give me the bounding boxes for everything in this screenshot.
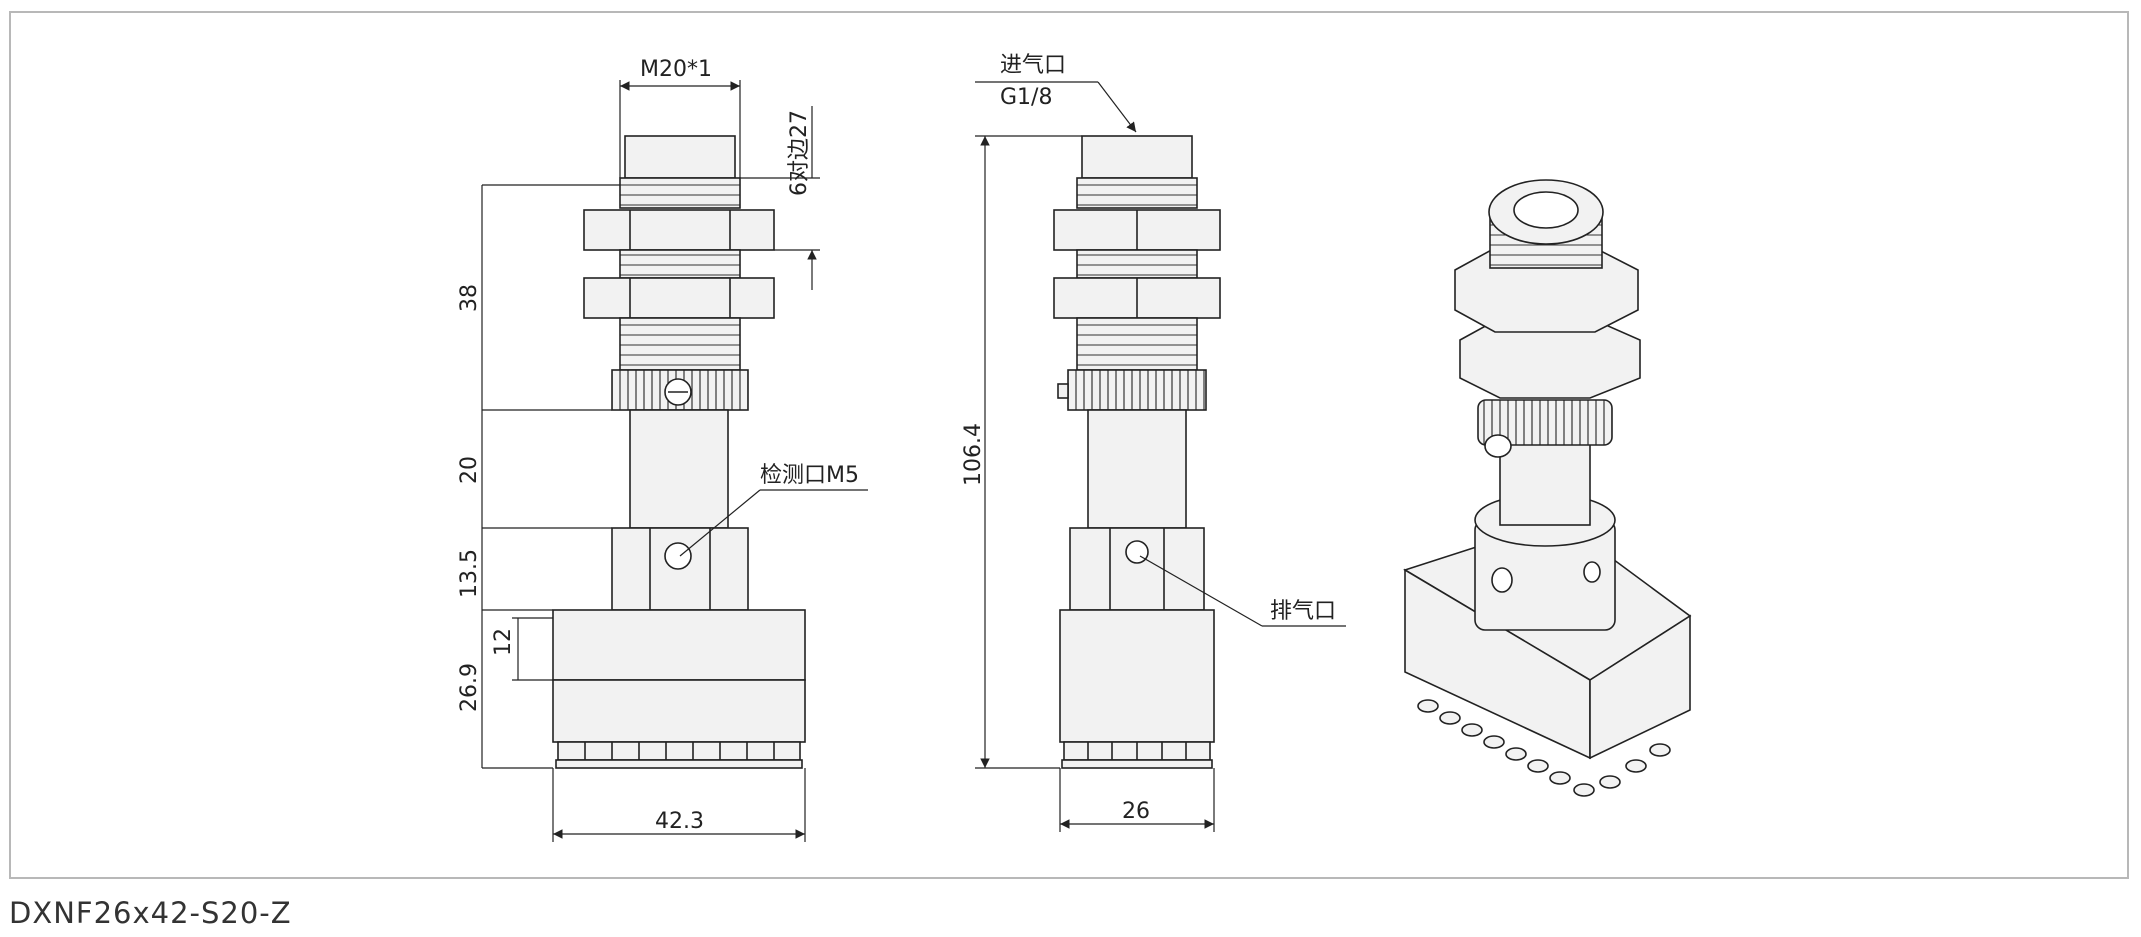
isometric-view bbox=[1403, 179, 1692, 797]
label-inlet-thread: G1/8 bbox=[1000, 85, 1052, 110]
front-nut-upper bbox=[583, 209, 775, 251]
dim-hex-nut: 6对边27 bbox=[787, 110, 812, 196]
side-thread-upper bbox=[1076, 177, 1198, 209]
front-body-lower bbox=[552, 679, 806, 743]
dim-valve-height: 13.5 bbox=[457, 549, 482, 598]
front-body-upper bbox=[552, 609, 806, 681]
side-top-cap bbox=[1081, 135, 1193, 179]
front-test-port-hole bbox=[664, 542, 692, 570]
front-suction-cups bbox=[555, 741, 803, 769]
front-thread-upper bbox=[619, 177, 741, 209]
dim-side-width: 26 bbox=[1122, 799, 1150, 824]
dim-block-height: 12 bbox=[491, 628, 516, 656]
dim-thread-size: M20*1 bbox=[640, 57, 712, 82]
side-body bbox=[1059, 609, 1215, 743]
iso-inlet-opening bbox=[1513, 191, 1579, 229]
drawing-frame bbox=[9, 11, 2129, 879]
technical-drawing: M20*1 6对边27 38 20 13.5 26.9 12 42.3 检测口M… bbox=[457, 53, 1692, 842]
iso-body-right bbox=[1589, 614, 1691, 760]
front-nut-lower bbox=[583, 277, 775, 319]
iso-screw bbox=[1484, 434, 1512, 458]
side-suction-cups bbox=[1061, 741, 1213, 769]
dim-total-height: 106.4 bbox=[961, 423, 986, 486]
side-dimensions bbox=[975, 81, 1346, 832]
label-test-port: 检测口M5 bbox=[760, 463, 859, 488]
dim-front-width: 42.3 bbox=[655, 809, 704, 834]
side-screw-head bbox=[1057, 383, 1069, 399]
side-thread-lower bbox=[1076, 317, 1198, 371]
front-dimensions bbox=[481, 80, 868, 842]
iso-suction-cups bbox=[1417, 699, 1671, 797]
side-exhaust-hole bbox=[1125, 540, 1149, 564]
dim-body-height: 26.9 bbox=[457, 663, 482, 712]
side-stem bbox=[1087, 409, 1187, 529]
model-label: DXNF26x42-S20-Z bbox=[9, 896, 292, 930]
front-top-cap bbox=[624, 135, 736, 179]
front-view bbox=[552, 135, 806, 769]
iso-exhaust-hole bbox=[1491, 567, 1513, 593]
front-stem bbox=[629, 409, 729, 529]
side-thread-mid bbox=[1076, 249, 1198, 279]
iso-stem bbox=[1499, 429, 1591, 526]
label-inlet-name: 进气口 bbox=[1000, 53, 1066, 78]
front-thread-mid bbox=[619, 249, 741, 279]
dim-stem-length: 20 bbox=[457, 456, 482, 484]
side-view bbox=[1053, 135, 1221, 769]
dim-upper-length: 38 bbox=[457, 284, 482, 312]
side-knurled-ring bbox=[1067, 369, 1207, 411]
label-exhaust-port: 排气口 bbox=[1270, 599, 1336, 624]
iso-knurled-ring bbox=[1477, 399, 1613, 446]
front-thread-lower bbox=[619, 317, 741, 371]
